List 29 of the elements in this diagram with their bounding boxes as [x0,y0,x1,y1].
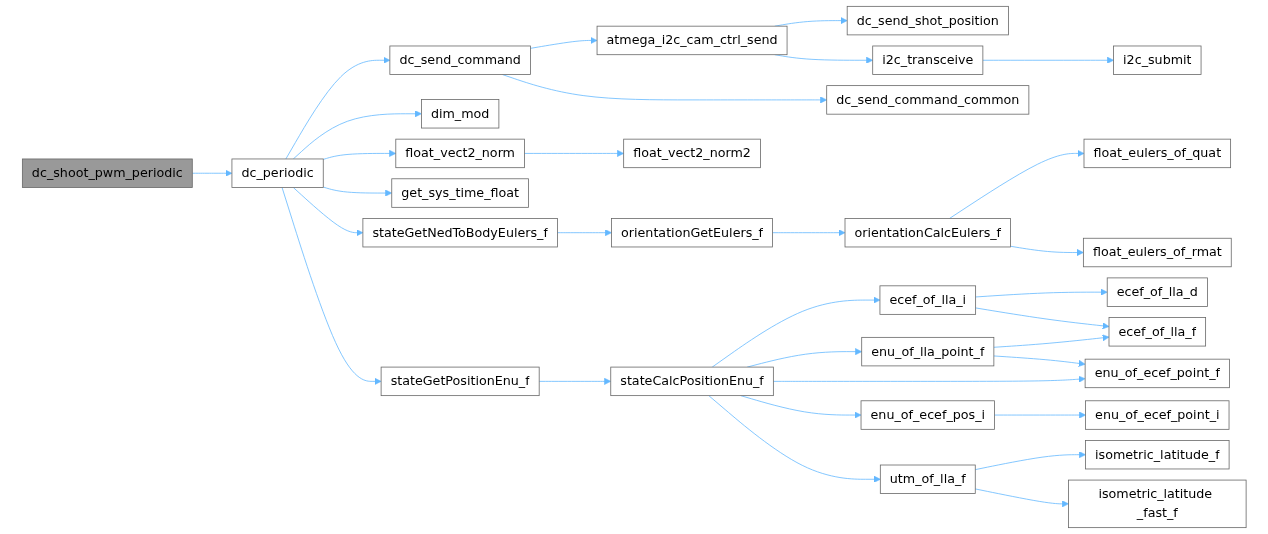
node-box: orientationCalcEulers_f [844,218,1011,248]
node-box: utm_of_lla_f [879,464,976,494]
node-box: dc_send_shot_position [846,5,1009,36]
node-box: float_eulers_of_rmat [1082,237,1232,268]
node-box: dc_periodic [231,158,324,188]
node-box: enu_of_ecef_point_f [1084,358,1230,389]
node-box: float_vect2_norm2 [623,138,761,169]
node-box: ecef_of_lla_f [1108,317,1206,347]
node-box: dc_send_command [389,45,531,75]
node-box: stateGetPositionEnu_f [380,366,540,397]
node-box: orientationGetEulers_f [610,218,773,248]
node-box: i2c_transceive [872,45,984,75]
node-box: isometric_latitude _fast_f [1067,479,1247,529]
node-box: ecef_of_lla_i [879,285,976,315]
node-box: stateCalcPositionEnu_f [610,366,774,397]
node-box: float_vect2_norm [395,138,525,169]
node-box: float_eulers_of_quat [1083,138,1231,169]
node-box: isometric_latitude_f [1084,440,1230,470]
node-box: stateGetNedToBodyEulers_f [362,218,558,248]
node-box: dc_send_command_common [826,85,1030,115]
node-box: dc_shoot_pwm_periodic [21,158,193,188]
node-box: get_sys_time_float [391,178,529,208]
node-box: enu_of_ecef_point_i [1084,400,1230,430]
node-box: enu_of_ecef_pos_i [860,400,995,430]
node-box: enu_of_lla_point_f [861,336,995,367]
node-box: i2c_submit [1112,45,1202,75]
node-box: dim_mod [420,99,500,129]
node-box: atmega_i2c_cam_ctrl_send [596,25,788,56]
node-box: ecef_of_lla_d [1106,277,1208,307]
